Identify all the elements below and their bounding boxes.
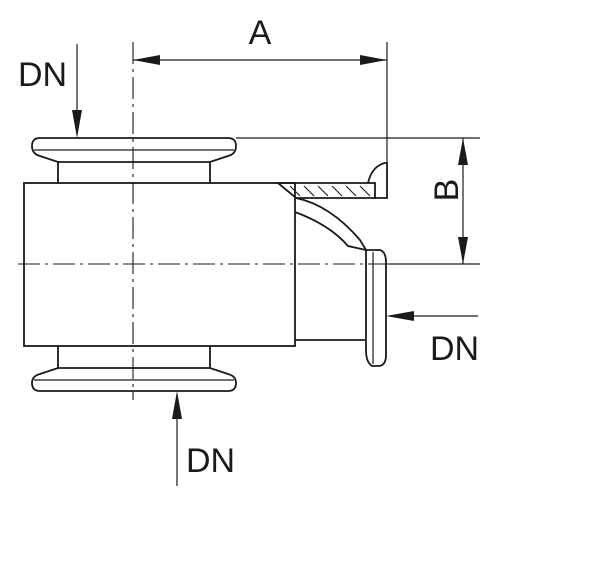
- dn-right-arrow: [386, 311, 478, 321]
- dimension-a-label: A: [249, 14, 272, 52]
- dn-right-label: DN: [430, 330, 479, 368]
- dn-top-arrow: [72, 44, 82, 138]
- dn-top-label: DN: [18, 56, 67, 94]
- top-flange: [31, 137, 237, 183]
- dimension-b: [236, 137, 480, 265]
- dimension-b-label: B: [428, 179, 466, 202]
- dn-bottom-arrow: [172, 391, 182, 486]
- bottom-flange: [31, 346, 237, 392]
- main-body: [23, 182, 296, 347]
- dimension-a: [133, 42, 388, 163]
- elbow-outlet: [275, 162, 388, 367]
- dn-bottom-label: DN: [186, 442, 235, 480]
